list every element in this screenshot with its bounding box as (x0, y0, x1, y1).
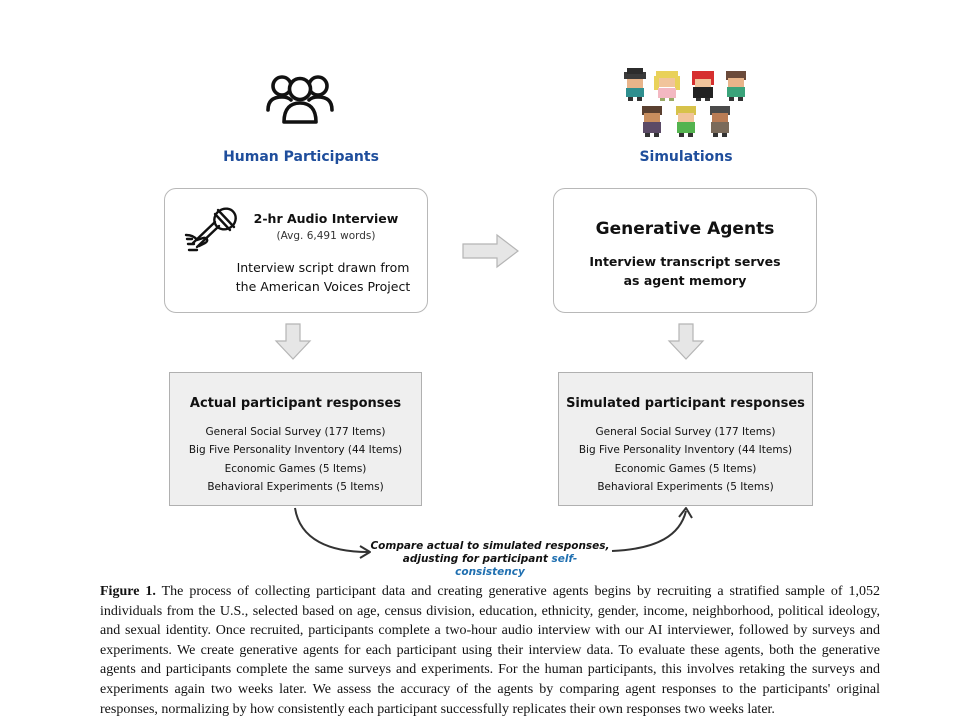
curved-arrow-icon (294, 507, 371, 559)
figure-caption: Figure 1. The process of collecting part… (100, 582, 880, 719)
compare-line-1: Compare actual to simulated responses, (370, 540, 610, 552)
caption-text: The process of collecting participant da… (100, 584, 880, 717)
actual-responses-box: Actual participant responses General Soc… (169, 372, 422, 506)
right-arrow-icon (462, 233, 519, 269)
generative-agents-title: Generative Agents (595, 219, 775, 239)
list-item: Economic Games (5 Items) (614, 462, 757, 475)
generative-agents-card: Generative Agents Interview transcript s… (553, 188, 817, 313)
group-people-icon (266, 75, 334, 124)
simulated-responses-box: Simulated participant responses General … (558, 372, 813, 506)
list-item: Big Five Personality Inventory (44 Items… (578, 444, 793, 457)
list-item: Behavioral Experiments (5 Items) (207, 480, 384, 493)
list-item: Big Five Personality Inventory (44 Items… (188, 444, 403, 457)
actual-responses-title: Actual participant responses (189, 396, 402, 411)
list-item: General Social Survey (177 Items) (205, 426, 386, 438)
figure-label: Figure 1. (100, 584, 156, 599)
script-line-1: Interview script drawn from (236, 260, 410, 275)
list-item: General Social Survey (177 Items) (595, 426, 776, 438)
simulations-title: Simulations (639, 149, 733, 165)
memory-line-2: as agent memory (623, 273, 747, 288)
human-participants-title: Human Participants (223, 149, 379, 165)
down-arrow-icon (667, 323, 705, 360)
microphone-hand-icon (184, 207, 237, 252)
simulated-responses-title: Simulated participant responses (566, 396, 805, 411)
self-consistency-highlight: self-consistency (455, 553, 578, 578)
memory-line-1: Interview transcript serves (589, 254, 781, 269)
interview-card: 2-hr Audio Interview (Avg. 6,491 words) … (164, 188, 428, 313)
list-item: Behavioral Experiments (5 Items) (597, 480, 774, 493)
down-arrow-icon (274, 323, 312, 360)
pixel-avatars-icon (624, 68, 746, 137)
list-item: Economic Games (5 Items) (224, 462, 367, 475)
compare-line-2: adjusting for participant (402, 553, 552, 565)
interview-subtitle: (Avg. 6,491 words) (276, 230, 376, 242)
script-line-2: the American Voices Project (235, 279, 411, 294)
curved-arrow-icon (611, 507, 693, 552)
interview-title: 2-hr Audio Interview (253, 211, 399, 226)
